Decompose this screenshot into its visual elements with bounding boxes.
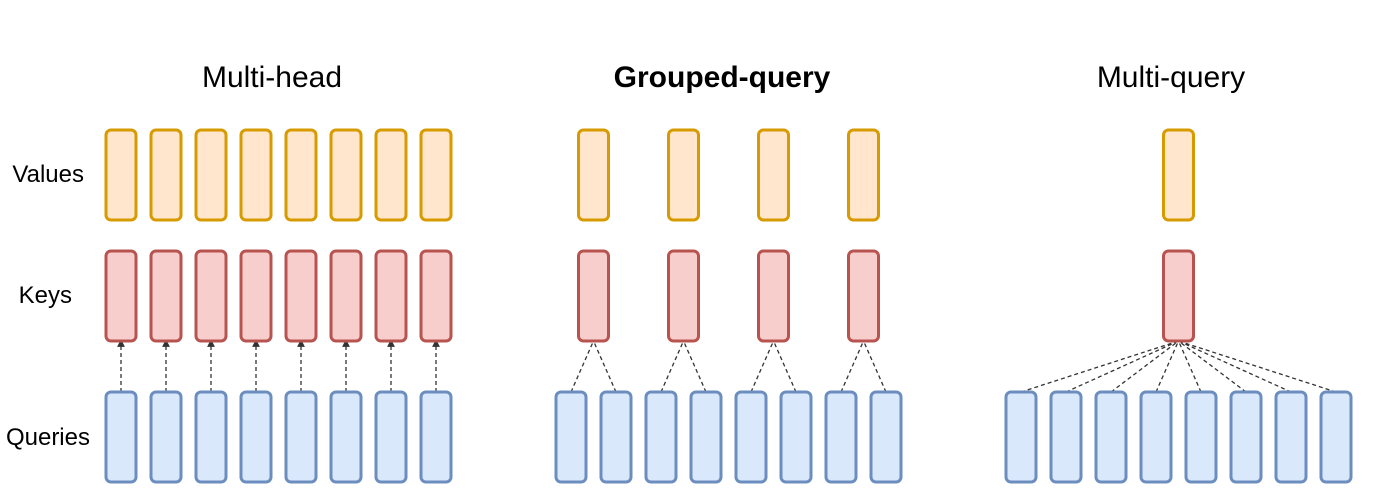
multi-head-query-block xyxy=(374,390,408,484)
multi-head-key-block xyxy=(149,249,183,343)
panel-title-multi-head: Multi-head xyxy=(202,61,342,94)
grouped-query-link xyxy=(862,340,887,393)
grouped-query-value-block xyxy=(847,128,880,222)
grouped-query-query-block xyxy=(599,390,633,484)
grouped-query-key-block xyxy=(577,249,610,343)
multi-head-query-block xyxy=(329,390,363,484)
multi-head-query-block xyxy=(419,390,453,484)
multi-head-value-block xyxy=(419,128,453,222)
grouped-query-link xyxy=(772,340,797,393)
grouped-query-link xyxy=(570,340,595,393)
multi-query-link xyxy=(1178,340,1292,393)
grouped-query-link xyxy=(660,340,685,393)
multi-head-value-block xyxy=(104,128,138,222)
multi-query-query-block xyxy=(1094,390,1128,484)
multi-head-value-block xyxy=(284,128,318,222)
multi-head-key-block xyxy=(239,249,273,343)
multi-query-query-block xyxy=(1049,390,1083,484)
row-label-keys: Keys xyxy=(19,282,72,309)
grouped-query-link xyxy=(592,340,617,393)
multi-head-query-block xyxy=(239,390,273,484)
grouped-query-value-block xyxy=(667,128,700,222)
multi-head-query-block xyxy=(149,390,183,484)
multi-query-value-block xyxy=(1162,128,1195,222)
multi-head-value-block xyxy=(374,128,408,222)
multi-head-value-block xyxy=(239,128,273,222)
grouped-query-query-block xyxy=(734,390,768,484)
multi-query-query-block xyxy=(1004,390,1038,484)
multi-head-query-block xyxy=(104,390,138,484)
grouped-query-query-block xyxy=(554,390,588,484)
grouped-query-query-block xyxy=(824,390,858,484)
connection-layer xyxy=(117,339,1337,393)
multi-head-query-block xyxy=(284,390,318,484)
multi-query-key-block xyxy=(1162,249,1195,343)
block-layer xyxy=(104,128,1353,484)
multi-query-query-block xyxy=(1184,390,1218,484)
grouped-query-value-block xyxy=(577,128,610,222)
grouped-query-link xyxy=(750,340,775,393)
multi-query-query-block xyxy=(1319,390,1353,484)
multi-query-link xyxy=(1065,340,1179,393)
multi-query-query-block xyxy=(1139,390,1173,484)
multi-head-key-block xyxy=(329,249,363,343)
multi-head-value-block xyxy=(194,128,228,222)
row-label-values: Values xyxy=(12,161,84,188)
multi-head-value-block xyxy=(149,128,183,222)
grouped-query-query-block xyxy=(779,390,813,484)
multi-head-key-block xyxy=(104,249,138,343)
grouped-query-query-block xyxy=(689,390,723,484)
multi-query-query-block xyxy=(1229,390,1263,484)
grouped-query-value-block xyxy=(757,128,790,222)
panel-title-grouped-query: Grouped-query xyxy=(614,61,831,94)
multi-head-key-block xyxy=(374,249,408,343)
grouped-query-query-block xyxy=(644,390,678,484)
multi-query-link xyxy=(1110,340,1179,393)
multi-head-key-block xyxy=(284,249,318,343)
multi-head-query-block xyxy=(194,390,228,484)
panel-title-multi-query: Multi-query xyxy=(1097,61,1245,94)
grouped-query-key-block xyxy=(757,249,790,343)
grouped-query-query-block xyxy=(869,390,903,484)
multi-query-query-block xyxy=(1274,390,1308,484)
multi-head-key-block xyxy=(419,249,453,343)
multi-head-value-block xyxy=(329,128,363,222)
grouped-query-link xyxy=(682,340,707,393)
grouped-query-key-block xyxy=(667,249,700,343)
multi-query-link xyxy=(1177,340,1202,393)
grouped-query-link xyxy=(840,340,865,393)
multi-query-link xyxy=(1178,340,1247,393)
row-label-queries: Queries xyxy=(6,424,90,451)
multi-head-key-block xyxy=(194,249,228,343)
grouped-query-key-block xyxy=(847,249,880,343)
multi-query-link xyxy=(1178,340,1337,393)
multi-query-link xyxy=(1020,340,1179,393)
multi-query-link xyxy=(1155,340,1180,393)
